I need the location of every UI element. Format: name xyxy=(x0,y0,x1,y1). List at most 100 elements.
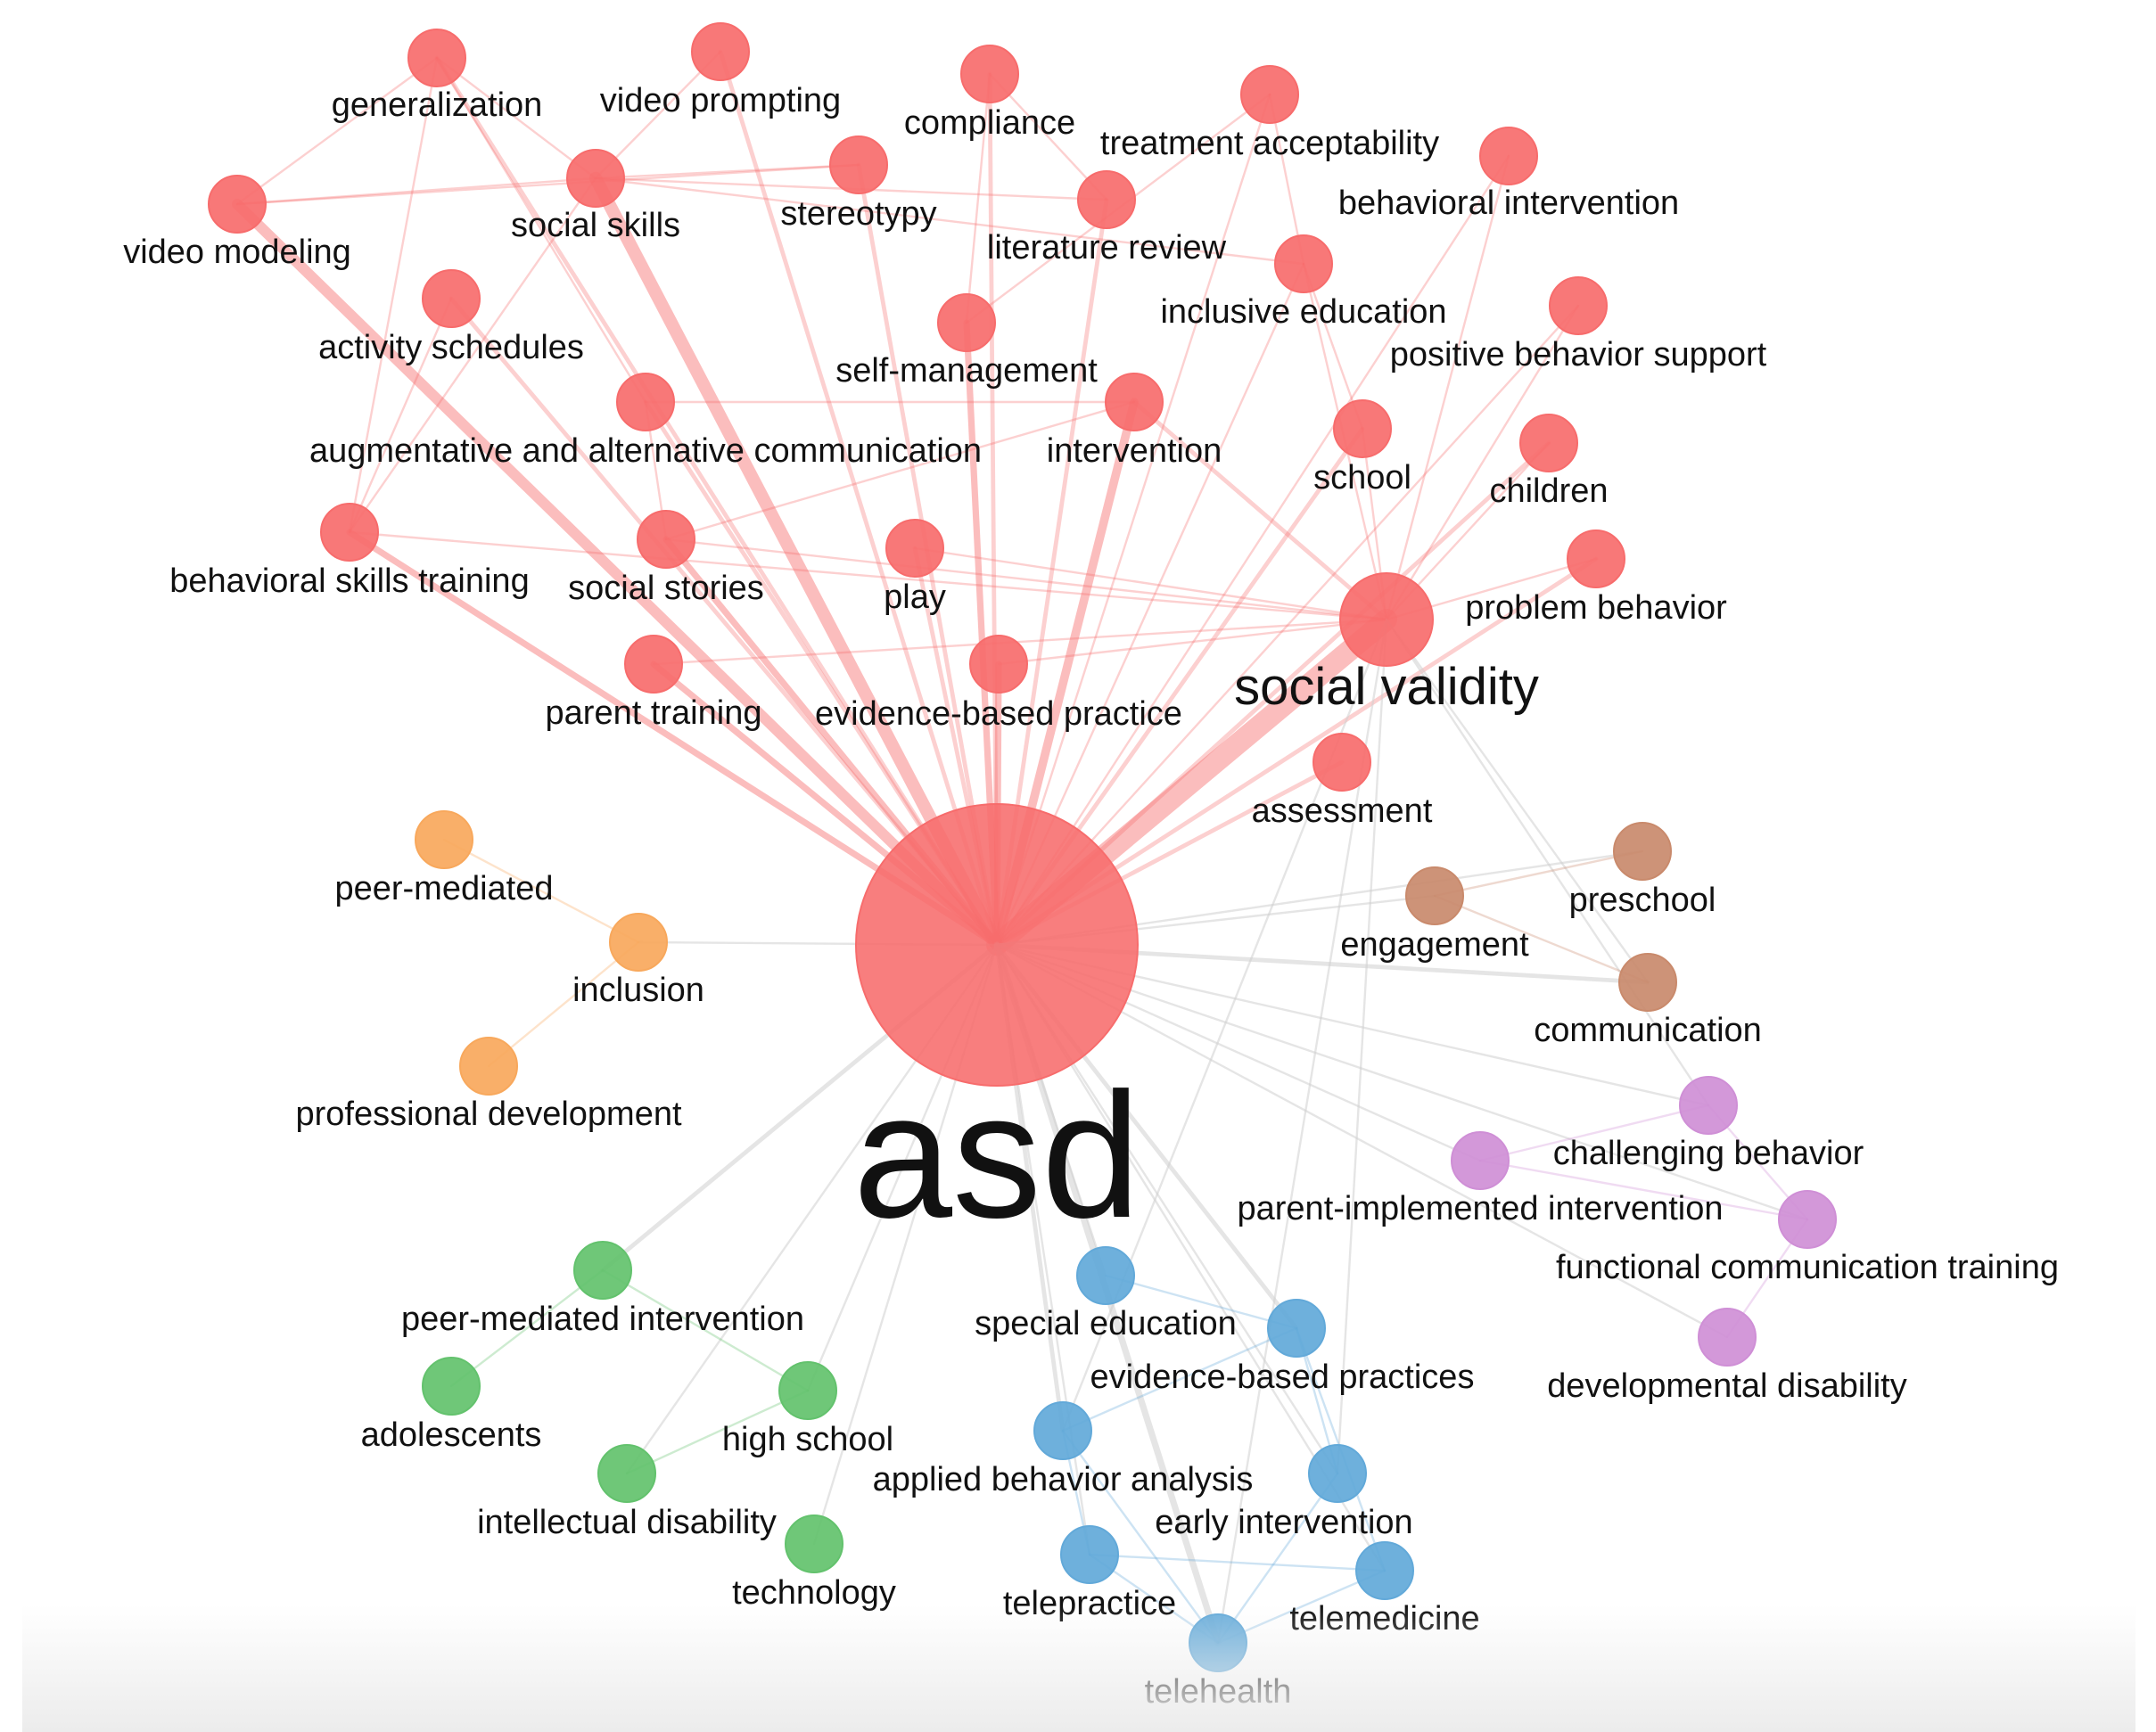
label-peer-mediated-intervention: peer-mediated intervention xyxy=(401,1301,804,1338)
label-problem-behavior: problem behavior xyxy=(1465,589,1727,627)
node-functional-communication-training[interactable] xyxy=(1778,1190,1837,1249)
node-peer-mediated[interactable] xyxy=(415,810,473,869)
node-activity-schedules[interactable] xyxy=(422,269,481,328)
node-social-stories[interactable] xyxy=(637,510,695,569)
edge-peer-mediated-inclusion xyxy=(442,838,640,944)
label-behavioral-intervention: behavioral intervention xyxy=(1338,185,1679,222)
label-compliance: compliance xyxy=(904,104,1075,142)
edge-peer-mediated-intervention-adolescents xyxy=(449,1268,605,1388)
label-stereotypy: stereotypy xyxy=(780,195,936,233)
node-evidence-based-practice[interactable] xyxy=(969,635,1028,694)
node-adolescents[interactable] xyxy=(422,1357,481,1416)
node-evidence-based-practices[interactable] xyxy=(1267,1299,1326,1358)
edge-social-skills-behavioral-skills-training xyxy=(348,176,597,534)
label-preschool: preschool xyxy=(1569,882,1716,919)
node-challenging-behavior[interactable] xyxy=(1679,1076,1738,1135)
node-positive-behavior-support[interactable] xyxy=(1549,276,1608,335)
label-self-management: self-management xyxy=(835,352,1098,390)
node-engagement[interactable] xyxy=(1405,866,1464,925)
label-inclusive-education: inclusive education xyxy=(1160,293,1446,331)
node-communication[interactable] xyxy=(1618,953,1677,1012)
node-social-skills[interactable] xyxy=(566,149,625,208)
edge-peer-mediated-intervention-high-school xyxy=(601,1268,810,1392)
edge-social-validity-evidence-based-practice xyxy=(997,618,1388,666)
node-peer-mediated-intervention[interactable] xyxy=(573,1241,632,1300)
node-special-education[interactable] xyxy=(1076,1246,1135,1305)
node-assessment[interactable] xyxy=(1313,733,1371,792)
node-behavioral-skills-training[interactable] xyxy=(320,503,379,562)
node-behavioral-intervention[interactable] xyxy=(1479,127,1538,185)
edge-social-validity-positive-behavior-support xyxy=(1385,304,1580,621)
node-developmental-disability[interactable] xyxy=(1698,1308,1757,1367)
node-technology[interactable] xyxy=(785,1514,843,1573)
edge-social-skills-generalization xyxy=(435,56,597,180)
node-problem-behavior[interactable] xyxy=(1567,529,1625,588)
node-compliance[interactable] xyxy=(960,45,1019,103)
label-inclusion: inclusion xyxy=(572,972,704,1009)
edge-engagement-communication xyxy=(1433,894,1650,984)
edge-asd-positive-behavior-support xyxy=(995,304,1580,947)
edge-asd-behavioral-intervention xyxy=(995,154,1510,947)
edge-asd-treatment-acceptability xyxy=(995,93,1271,947)
edge-asd-video-prompting xyxy=(718,49,1000,948)
node-asd[interactable] xyxy=(855,803,1139,1087)
edge-social-validity-challenging-behavior xyxy=(1385,618,1710,1107)
node-high-school[interactable] xyxy=(778,1361,837,1420)
node-parent-training[interactable] xyxy=(624,635,683,694)
node-telemedicine[interactable] xyxy=(1355,1541,1414,1600)
edge-generalization-aac xyxy=(435,56,647,404)
label-social-validity: social validity xyxy=(1234,658,1539,716)
edge-social-skills-inclusive-education xyxy=(594,176,1305,266)
label-aac: augmentative and alternative communicati… xyxy=(309,432,982,470)
node-inclusive-education[interactable] xyxy=(1274,234,1333,293)
label-parent-training: parent training xyxy=(546,694,762,732)
edge-high-school-intellectual-disability xyxy=(625,1389,810,1475)
label-evidence-based-practice: evidence-based practice xyxy=(815,695,1182,733)
edge-generalization-behavioral-skills-training xyxy=(348,56,439,534)
label-social-stories: social stories xyxy=(568,570,764,607)
node-literature-review[interactable] xyxy=(1077,170,1136,229)
edge-social-validity-telehealth xyxy=(1216,618,1388,1645)
label-social-skills: social skills xyxy=(511,207,680,244)
node-video-prompting[interactable] xyxy=(691,22,750,81)
node-aac[interactable] xyxy=(616,373,675,431)
label-parent-implemented-intervention: parent-implemented intervention xyxy=(1238,1190,1724,1227)
edge-parent-implemented-intervention-functional-communication-training xyxy=(1478,1159,1809,1221)
node-play[interactable] xyxy=(885,519,944,578)
node-stereotypy[interactable] xyxy=(829,135,888,194)
node-early-intervention[interactable] xyxy=(1308,1444,1367,1503)
edge-social-validity-intervention xyxy=(1131,399,1389,622)
node-generalization[interactable] xyxy=(407,29,466,87)
node-professional-development[interactable] xyxy=(459,1037,518,1096)
label-intellectual-disability: intellectual disability xyxy=(477,1504,777,1541)
node-parent-implemented-intervention[interactable] xyxy=(1451,1131,1510,1190)
node-intervention[interactable] xyxy=(1105,373,1164,431)
edge-social-skills-video-modeling xyxy=(235,176,597,206)
label-asd: asd xyxy=(853,1056,1140,1255)
edge-social-validity-communication xyxy=(1385,618,1650,984)
edge-evidence-based-practices-applied-behavior-analysis xyxy=(1061,1326,1298,1432)
label-engagement: engagement xyxy=(1340,926,1529,964)
edge-social-validity-social-stories xyxy=(664,538,1388,621)
edge-asd-video-modeling xyxy=(232,199,1002,950)
node-school[interactable] xyxy=(1333,399,1392,458)
label-special-education: special education xyxy=(975,1305,1237,1342)
node-inclusion[interactable] xyxy=(609,913,668,972)
node-self-management[interactable] xyxy=(937,293,996,352)
edge-special-education-evidence-based-practices xyxy=(1104,1274,1298,1330)
label-developmental-disability: developmental disability xyxy=(1547,1367,1906,1405)
node-telehealth[interactable] xyxy=(1189,1613,1247,1672)
label-treatment-acceptability: treatment acceptability xyxy=(1100,125,1439,162)
node-children[interactable] xyxy=(1519,414,1578,472)
edge-social-validity-behavioral-intervention xyxy=(1385,154,1510,621)
node-applied-behavior-analysis[interactable] xyxy=(1033,1401,1092,1460)
label-evidence-based-practices: evidence-based practices xyxy=(1090,1359,1475,1396)
node-video-modeling[interactable] xyxy=(208,175,267,234)
node-telepractice[interactable] xyxy=(1060,1525,1119,1584)
node-treatment-acceptability[interactable] xyxy=(1240,65,1299,124)
node-intellectual-disability[interactable] xyxy=(597,1444,656,1503)
node-social-validity[interactable] xyxy=(1339,572,1434,667)
node-preschool[interactable] xyxy=(1613,822,1672,881)
label-professional-development: professional development xyxy=(295,1096,681,1133)
